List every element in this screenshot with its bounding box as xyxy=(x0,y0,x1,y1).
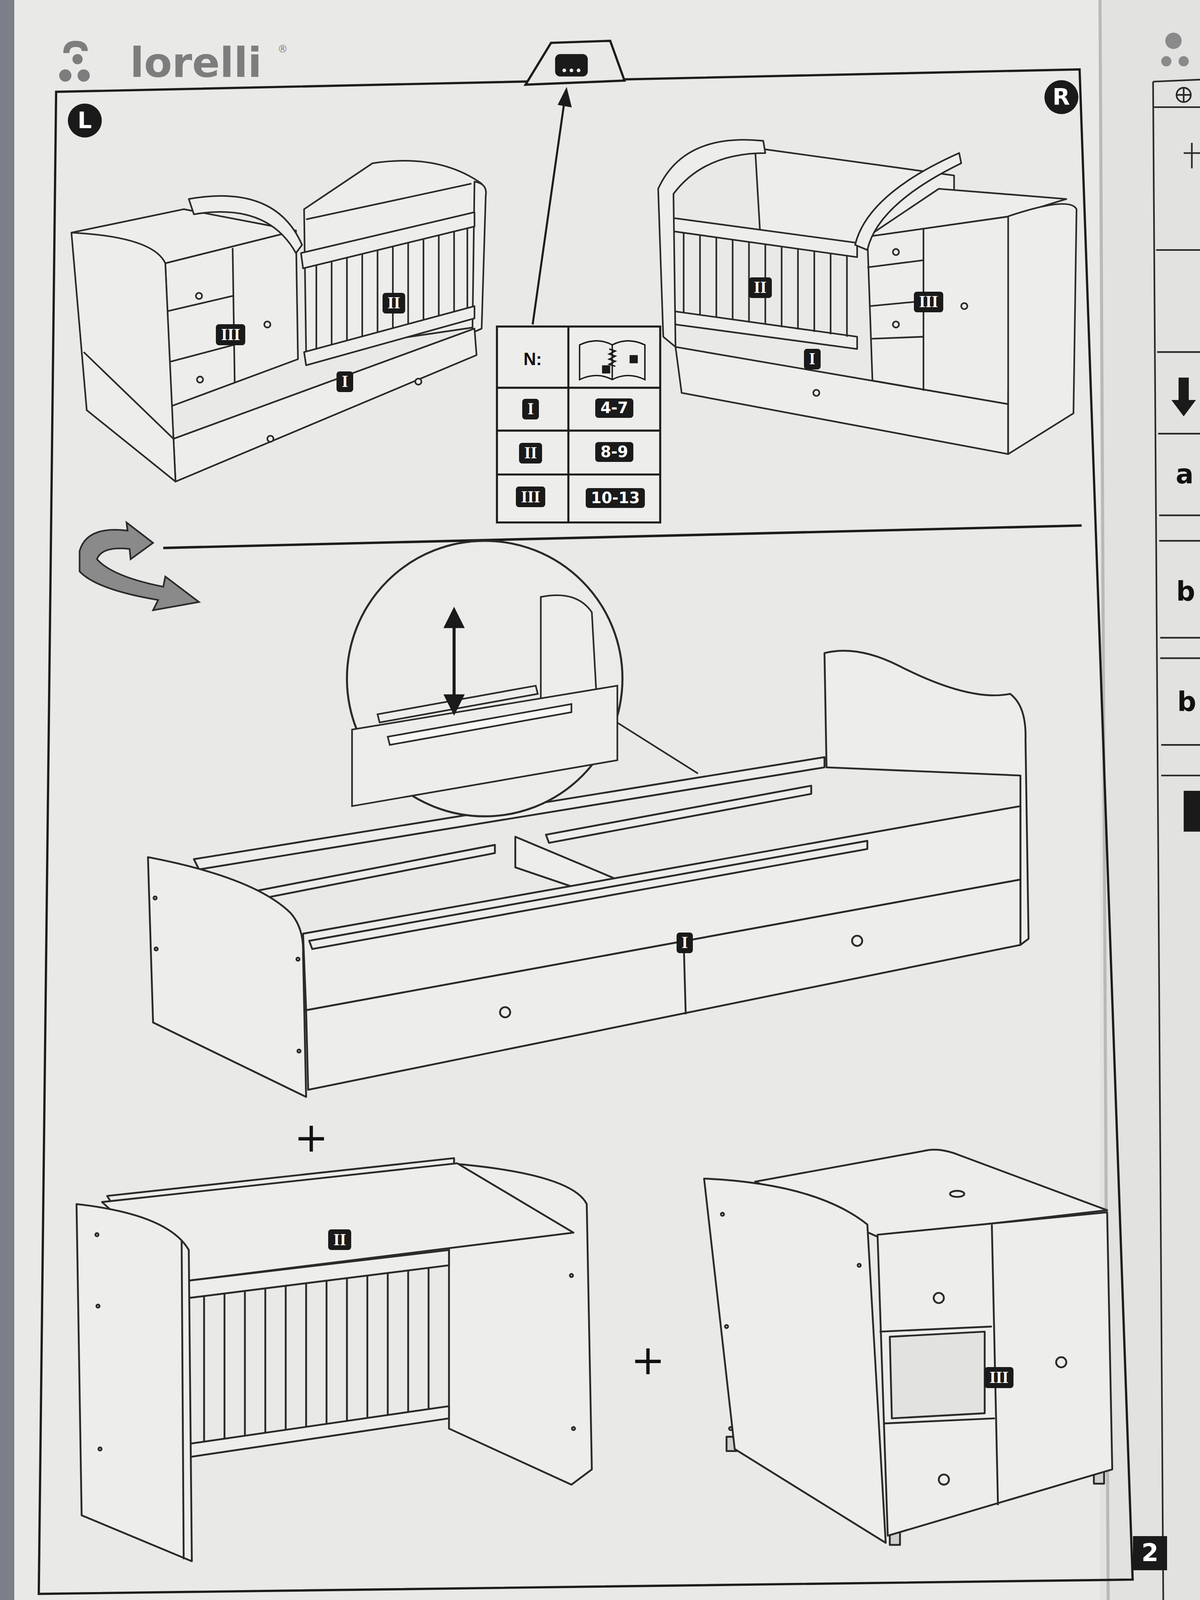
callout-number: II xyxy=(328,1229,352,1250)
label-holder: lorelli xyxy=(130,39,262,87)
callout-number: II xyxy=(519,442,543,464)
label-holder: + xyxy=(294,1114,329,1162)
label-holder: + xyxy=(630,1336,666,1384)
callout-number: I xyxy=(676,932,694,954)
label-text: + xyxy=(630,1336,666,1384)
reference-tab xyxy=(525,40,625,85)
book-icon-mark xyxy=(601,365,611,374)
rotate-arrow xyxy=(79,522,200,611)
combo-bed-left xyxy=(71,160,487,482)
page-frame xyxy=(38,69,1133,1595)
label-holder: 8-9 xyxy=(595,442,633,462)
brand-logo: lorelli xyxy=(130,39,262,87)
callout-number: II xyxy=(382,292,406,314)
label-holder: III xyxy=(913,291,944,313)
node-fill xyxy=(1044,80,1079,114)
book-icon xyxy=(579,340,646,380)
callout-number: II xyxy=(748,277,772,299)
next-page xyxy=(1100,0,1200,1600)
part-table xyxy=(496,326,660,523)
logo-icon xyxy=(59,40,90,82)
callout-number: I xyxy=(803,348,821,370)
label-holder: I xyxy=(522,398,539,420)
desk xyxy=(76,1158,593,1562)
label-text: b xyxy=(1176,576,1196,608)
label-text: a xyxy=(1175,459,1194,490)
background-fabric xyxy=(0,0,15,1600)
label-text: b xyxy=(1177,686,1197,718)
book-icon-dots xyxy=(562,68,581,73)
label-holder: I xyxy=(336,371,354,393)
page-number-box: 2 xyxy=(1132,1536,1168,1571)
label-holder: a xyxy=(1175,459,1194,490)
node-text: L xyxy=(77,109,92,132)
book-icon-mark xyxy=(629,355,639,364)
callout-number: I xyxy=(336,371,354,393)
next-page-mark xyxy=(1183,790,1200,832)
callout-number: 4-7 xyxy=(595,398,633,418)
callout-number: I xyxy=(522,398,539,420)
label-holder: 10-13 xyxy=(585,488,645,508)
label-holder: III xyxy=(984,1367,1014,1388)
combo-bed-right xyxy=(658,139,1077,454)
label-holder: b xyxy=(1177,686,1197,718)
zoom-circle xyxy=(346,540,623,817)
next-page-frame xyxy=(1153,79,1200,1600)
label-holder: N: xyxy=(523,349,542,370)
section-divider xyxy=(163,525,1082,549)
reference-arrow xyxy=(532,89,571,325)
node-fill xyxy=(67,103,102,138)
node-text: R xyxy=(1052,85,1070,109)
side-marker-circle: R xyxy=(1043,79,1079,115)
callout-number: 8-9 xyxy=(595,442,633,462)
label-holder: I xyxy=(803,348,821,370)
next-page-logo xyxy=(1161,32,1189,67)
label-holder: b xyxy=(1176,576,1196,608)
cabinet xyxy=(703,1149,1113,1545)
callout-number: III xyxy=(215,324,246,345)
side-marker-circle: L xyxy=(67,102,103,139)
node-fill xyxy=(1132,1536,1168,1571)
label-holder: 4-7 xyxy=(595,398,633,418)
label-holder: II xyxy=(382,292,406,314)
label-holder: II xyxy=(328,1229,352,1250)
label-holder: III xyxy=(515,486,546,508)
label-holder: II xyxy=(748,277,772,299)
label-holder: II xyxy=(519,442,543,464)
height-adjust-arrow xyxy=(446,610,463,713)
junior-bed xyxy=(148,650,1029,1097)
callout-number: III xyxy=(913,291,944,313)
label-holder: ® xyxy=(277,43,288,56)
callout-number: III xyxy=(515,486,546,508)
next-page-arrow xyxy=(1171,377,1197,417)
zoom-detail xyxy=(351,595,618,806)
callout-number: III xyxy=(984,1367,1014,1388)
zoom-leader xyxy=(603,714,699,774)
label-holder: I xyxy=(676,932,694,954)
node-text: 2 xyxy=(1141,1540,1159,1566)
book-icon-small xyxy=(555,53,588,77)
label-holder: III xyxy=(215,324,246,345)
label-text: ® xyxy=(277,43,288,56)
callout-number: 10-13 xyxy=(585,488,645,508)
label-text: + xyxy=(294,1114,329,1162)
label-text: N: xyxy=(523,349,542,370)
